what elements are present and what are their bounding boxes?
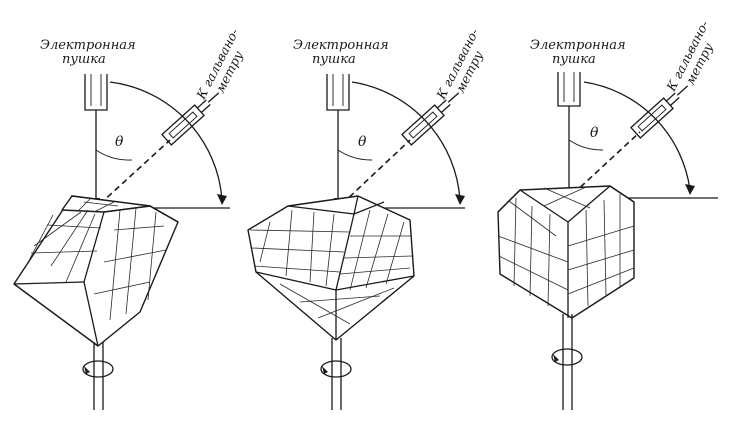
- gun-label-line1: Электронная: [40, 38, 136, 53]
- collector-icon: [161, 92, 220, 146]
- electron-gun: [326, 74, 350, 208]
- electron-gun: [557, 72, 581, 198]
- panel-1: Электронная пушка θ К гальвано-: [13, 26, 246, 410]
- scattering-arc: [583, 81, 691, 191]
- crystal-cube: [13, 195, 179, 347]
- theta-arc: [568, 139, 604, 151]
- collector-icon: [401, 92, 460, 146]
- gun-label-line2: пушка: [312, 52, 356, 67]
- rotation-shaft: [320, 338, 352, 410]
- scattered-beam: [572, 131, 641, 195]
- panel-2: Электронная пушка θ К гальвано- метру: [247, 26, 486, 410]
- gun-label-line1: Электронная: [293, 38, 389, 53]
- crystal-cube: [247, 195, 415, 341]
- scattered-beam: [99, 139, 171, 205]
- collector-icon: [630, 85, 689, 139]
- scattered-beam: [341, 139, 411, 205]
- rotation-shaft: [551, 314, 583, 410]
- crystal-cube: [497, 185, 635, 319]
- panel-3: Электронная пушка θ К гальвано- метру: [497, 18, 718, 410]
- theta-label: θ: [358, 134, 367, 150]
- theta-label: θ: [115, 134, 124, 150]
- theta-arc: [337, 149, 373, 161]
- rotation-shaft: [82, 342, 114, 410]
- gun-label-line2: пушка: [552, 52, 596, 67]
- scattering-arc: [109, 81, 223, 201]
- gun-label-line1: Электронная: [530, 38, 626, 53]
- theta-label: θ: [590, 125, 599, 141]
- scattering-arc: [351, 81, 461, 201]
- electron-gun: [84, 74, 108, 208]
- theta-arc: [95, 149, 133, 161]
- gun-label-line2: пушка: [62, 52, 106, 67]
